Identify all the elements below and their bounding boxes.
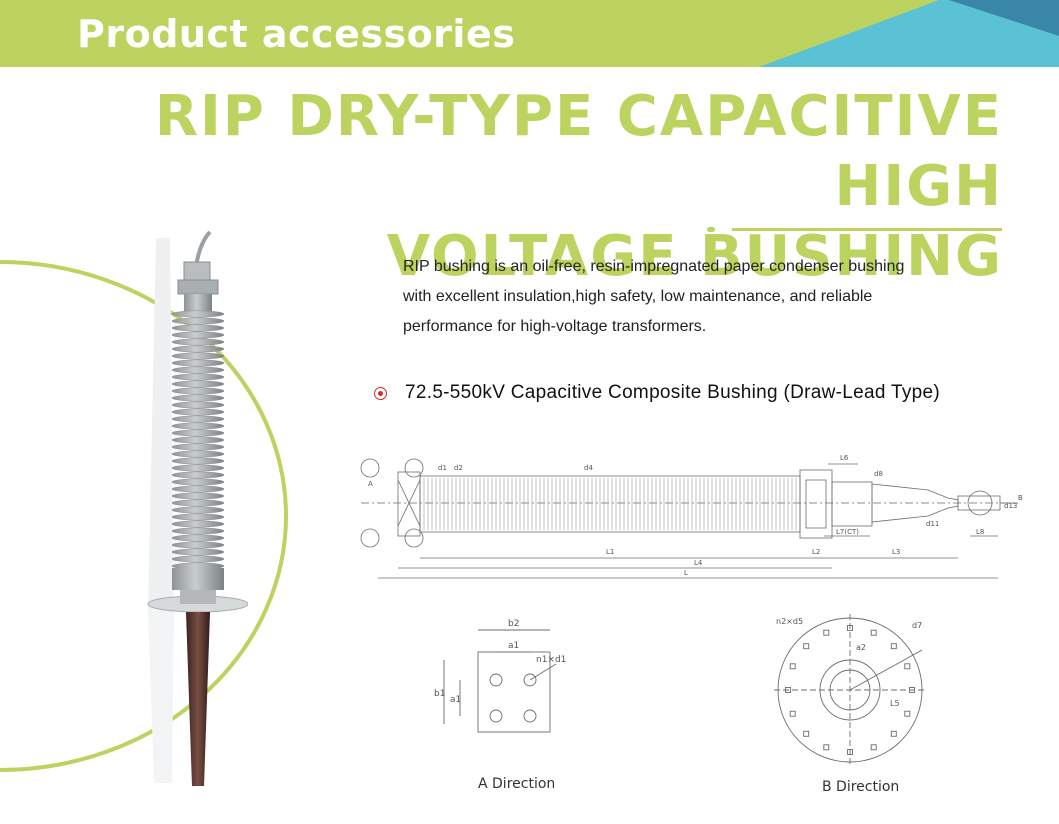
dim-d1: d1 xyxy=(438,464,447,472)
a-direction-caption: A Direction xyxy=(478,776,556,792)
dim-l1: L1 xyxy=(606,548,614,556)
b-label-a2: a2 xyxy=(856,643,866,652)
description-line-1: RIP bushing is an oil-free, resin-impreg… xyxy=(403,258,905,275)
dim-l3: L3 xyxy=(892,548,900,556)
decorative-arc xyxy=(0,260,288,772)
dim-d8: d8 xyxy=(874,470,883,478)
dim-l8: L8 xyxy=(976,528,984,536)
a-label-a1: a1 xyxy=(508,641,519,651)
bushing-photo xyxy=(147,230,248,786)
dim-d4: d4 xyxy=(584,464,593,472)
a-label-n1d1: n1×d1 xyxy=(536,655,566,665)
b-direction-drawing: n2×d5 a2 d7 L5 xyxy=(774,614,926,766)
product-title-line1: RIP DRY-TYPE CAPACITIVE HIGH xyxy=(154,84,1003,219)
bullet-icon xyxy=(374,387,387,400)
title-underline xyxy=(732,228,1002,231)
product-title-line2: VOLTAGE BUSHING xyxy=(386,224,1003,289)
dim-l2: L2 xyxy=(812,548,820,556)
dim-l7: L7(CT) xyxy=(836,528,859,536)
dim-d2: d2 xyxy=(454,464,463,472)
title-dot xyxy=(707,227,715,232)
header-title: Product accessories xyxy=(77,12,516,56)
a-label-a1-vertical: a1 xyxy=(450,695,461,705)
a-label-b2: b2 xyxy=(508,619,519,629)
b-direction-caption: B Direction xyxy=(822,779,900,795)
side-view-drawing: L1 L2 L3 L4 L L6 L7(CT) L8 d1 d2 d4 d8 d… xyxy=(360,454,1023,579)
b-label-d7: d7 xyxy=(912,621,922,630)
dim-d11: d11 xyxy=(926,520,939,528)
dim-l: L xyxy=(684,569,688,577)
dim-b: B xyxy=(1018,494,1023,502)
a-label-b1: b1 xyxy=(434,689,445,699)
dim-d13: d13 xyxy=(1004,502,1017,510)
b-label-l5: L5 xyxy=(890,699,900,708)
header-corner-decoration xyxy=(759,0,1059,67)
product-title: RIP DRY-TYPE CAPACITIVE HIGH VOLTAGE BUS… xyxy=(43,82,1003,292)
description-line-3: performance for high-voltage transformer… xyxy=(403,318,707,335)
dim-l4: L4 xyxy=(694,559,703,567)
description-line-2: with excellent insulation,high safety, l… xyxy=(403,288,873,305)
product-model-line: 72.5-550kV Capacitive Composite Bushing … xyxy=(405,382,940,403)
a-direction-drawing: b2 a1 b1 a1 n1×d1 xyxy=(434,619,566,733)
dim-l6: L6 xyxy=(840,454,849,462)
dim-a: A xyxy=(368,480,373,488)
b-label-nd: n2×d5 xyxy=(776,617,803,626)
product-description: RIP bushing is an oil-free, resin-impreg… xyxy=(403,252,1003,342)
